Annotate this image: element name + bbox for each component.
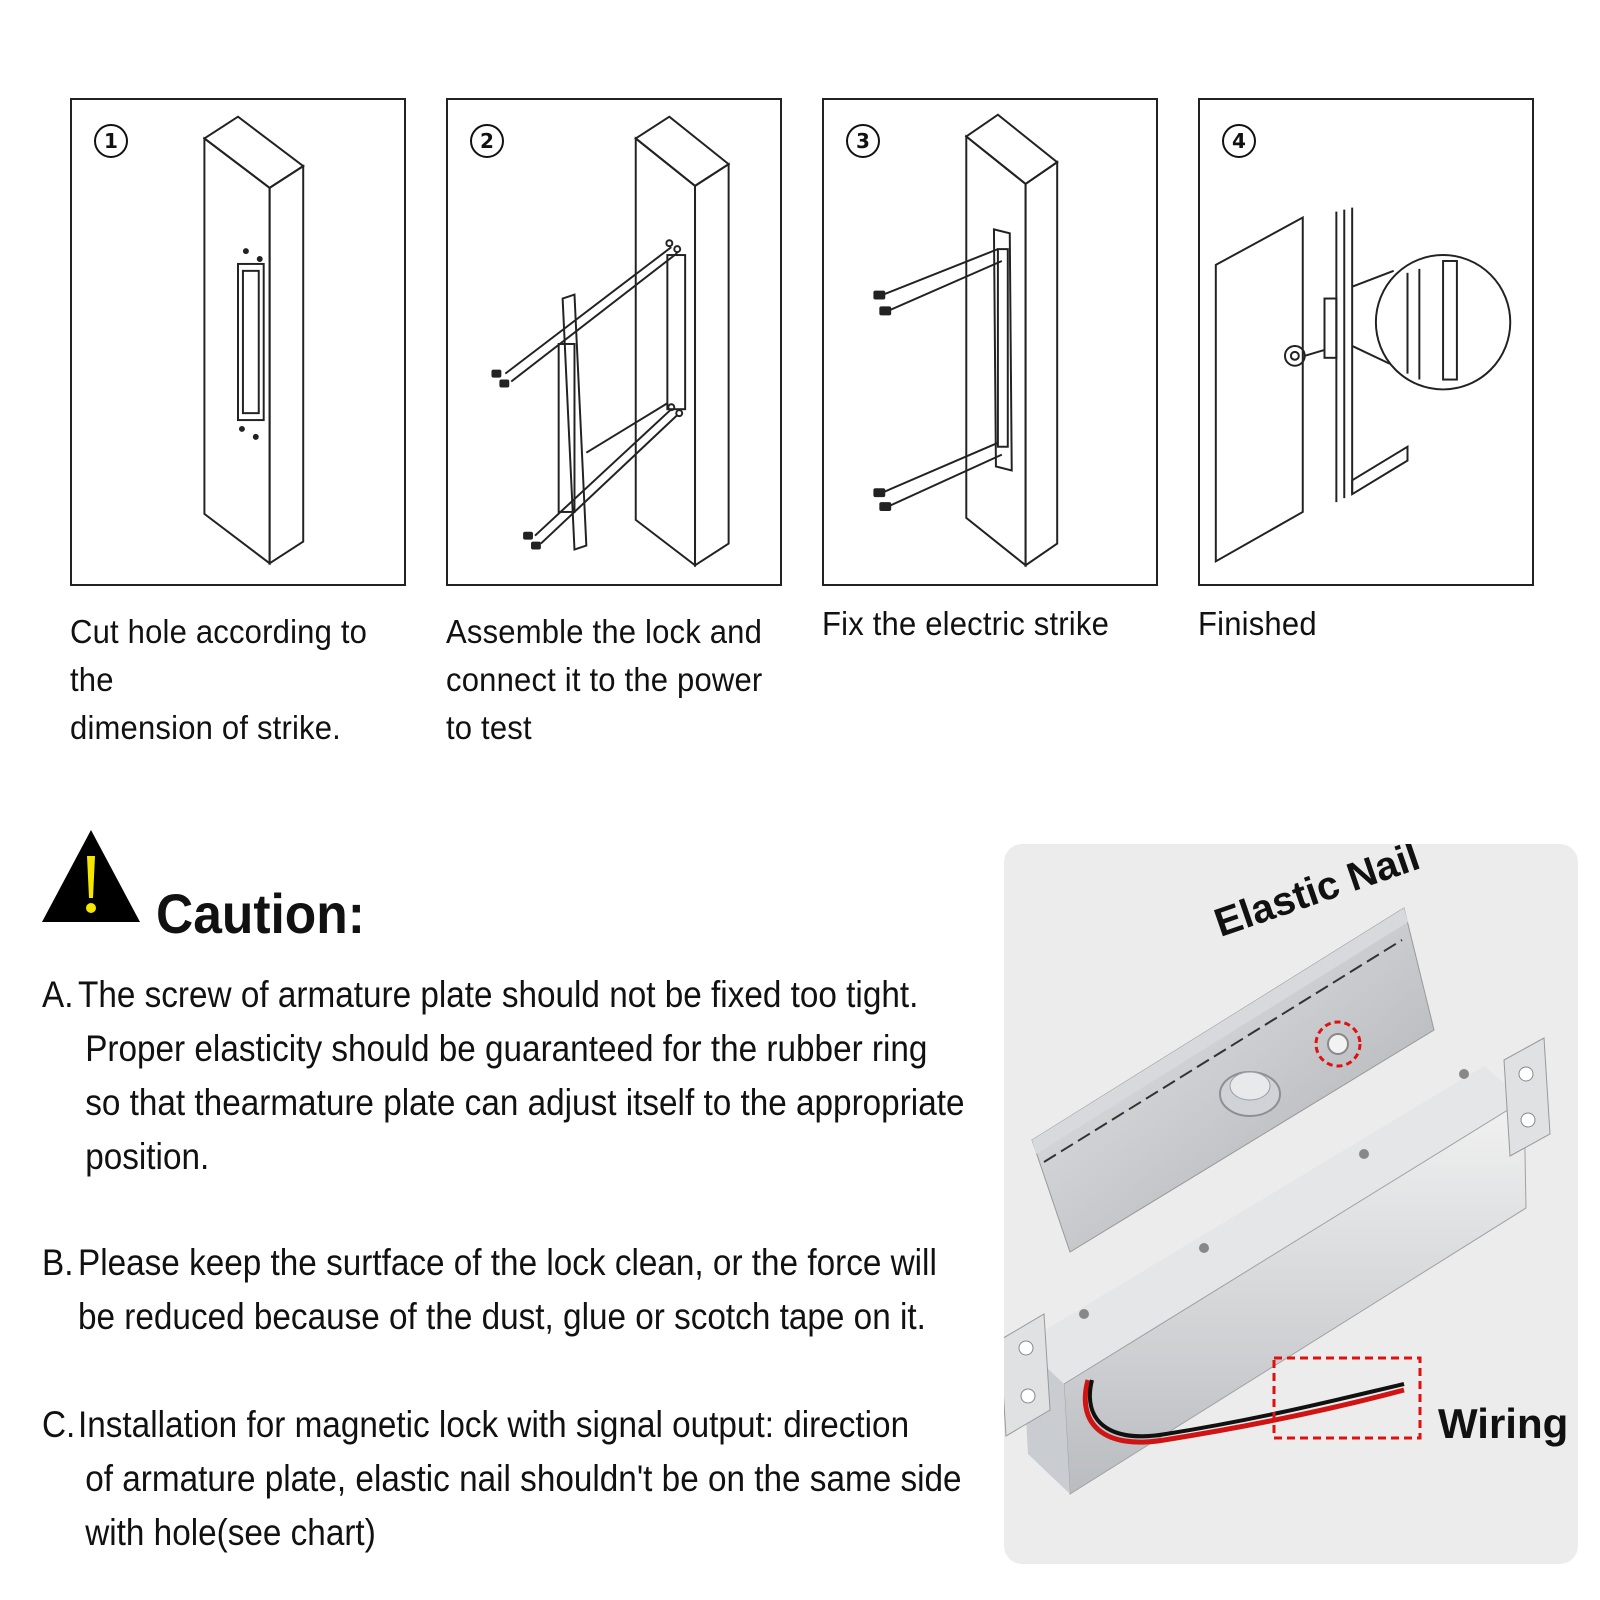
caption-line: Assemble the lock and	[446, 613, 763, 650]
note-line: of armature plate, elastic nail shouldn'…	[85, 1458, 962, 1499]
note-line: with hole(see chart)	[85, 1512, 376, 1553]
caution-note-b: B.Please keep the surtface of the lock c…	[42, 1236, 937, 1344]
note-letter: B.	[42, 1242, 74, 1283]
caption-line: Finished	[1198, 605, 1317, 642]
note-line: C.Installation for magnetic lock with si…	[42, 1398, 962, 1452]
product-photo: Elastic Nail Wiring	[1004, 844, 1578, 1564]
note-line: A.The screw of armature plate should not…	[42, 968, 964, 1022]
fix-strike-illustration	[873, 113, 1059, 568]
step-caption-1: Cut hole according to the dimension of s…	[70, 608, 394, 752]
step-number: 1	[94, 124, 128, 158]
step-panel-2: 2	[446, 98, 782, 586]
caution-note-c: C.Installation for magnetic lock with si…	[42, 1398, 962, 1560]
magnetic-lock-illustration	[1004, 907, 1551, 1495]
caption-line: Cut hole according to the	[70, 613, 368, 698]
step-caption-2: Assemble the lock and connect it to the …	[446, 608, 770, 752]
assemble-lock-illustration	[491, 115, 731, 568]
step-panel-4: 4	[1198, 98, 1534, 586]
warning-triangle-icon	[42, 830, 140, 922]
step-panel-1: 1	[70, 98, 406, 586]
note-line: be reduced because of the dust, glue or …	[78, 1296, 926, 1337]
caption-line: to test	[446, 709, 532, 746]
caption-line: Fix the electric strike	[822, 605, 1110, 642]
note-text: Installation for magnetic lock with sign…	[78, 1404, 910, 1445]
step-number: 4	[1222, 124, 1256, 158]
caution-note-a: A.The screw of armature plate should not…	[42, 968, 964, 1184]
step-caption-3: Fix the electric strike	[822, 600, 1146, 648]
finished-illustration	[1214, 207, 1512, 564]
step-panel-3: 3	[822, 98, 1158, 586]
caption-line: dimension of strike.	[70, 709, 341, 746]
note-letter: C.	[42, 1404, 76, 1445]
note-text: Please keep the surtface of the lock cle…	[78, 1242, 937, 1283]
caution-title: Caution:	[156, 882, 365, 945]
note-line: B.Please keep the surtface of the lock c…	[42, 1236, 937, 1290]
note-text: The screw of armature plate should not b…	[78, 974, 919, 1015]
caption-line: connect it to the power	[446, 661, 763, 698]
note-line: Proper elasticity should be guaranteed f…	[85, 1028, 928, 1069]
note-line: position.	[85, 1136, 210, 1177]
step-number: 3	[846, 124, 880, 158]
note-line: so that thearmature plate can adjust its…	[85, 1082, 965, 1123]
step-number: 2	[470, 124, 504, 158]
step-caption-4: Finished	[1198, 600, 1522, 648]
note-letter: A.	[42, 974, 74, 1015]
cut-hole-illustration	[202, 115, 305, 566]
wiring-label: Wiring	[1438, 1400, 1569, 1447]
